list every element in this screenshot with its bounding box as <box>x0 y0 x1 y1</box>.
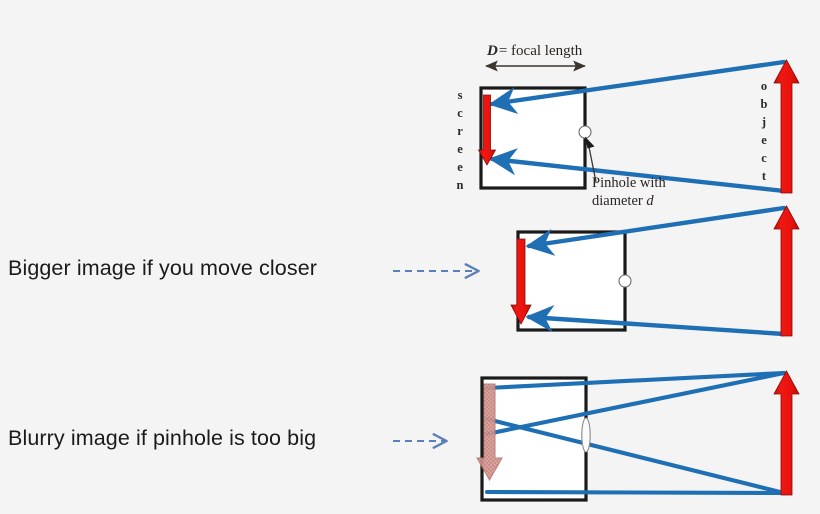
image-arrow-2 <box>510 238 532 325</box>
pinhole-2 <box>618 274 632 288</box>
object-label-1: o b j e c t <box>761 79 768 183</box>
light-rays-3 <box>484 370 787 496</box>
object-arrow-2 <box>773 205 800 337</box>
pinhole-callout-line2: diameter d <box>592 193 654 209</box>
pinhole-3-enlarged <box>581 417 591 453</box>
svg-text:e: e <box>761 133 767 147</box>
pinhole-callout-leader <box>587 141 597 183</box>
ray-tip-to-screen-2 <box>525 205 787 256</box>
object-arrow-3 <box>773 370 800 496</box>
focal-length-measure: D= focal length <box>485 43 586 72</box>
caption-blurry-image: Blurry image if pinhole is too big <box>8 426 317 450</box>
image-arrow-1 <box>477 94 497 166</box>
pinhole-callout-1: Pinhole with diameter d <box>585 136 666 209</box>
image-arrow-shape-1 <box>477 94 497 166</box>
svg-text:c: c <box>457 106 463 120</box>
light-rays-2 <box>525 205 787 337</box>
panel-big-pinhole <box>476 370 800 502</box>
svg-text:j: j <box>761 115 766 129</box>
caption-bigger-image: Bigger image if you move closer <box>8 256 318 280</box>
pinhole-callout-arrowhead <box>585 136 595 149</box>
svg-text:t: t <box>762 169 767 183</box>
focal-length-symbol: D <box>486 43 498 59</box>
ray-base-to-screen-2 <box>525 305 787 337</box>
svg-text:c: c <box>761 151 767 165</box>
ray-base-upper-3 <box>484 416 787 496</box>
ray-base-to-screen-1 <box>488 148 787 194</box>
svg-text:r: r <box>457 124 463 138</box>
ray-tip-upper-3 <box>484 370 787 391</box>
light-rays-1 <box>488 59 787 194</box>
pinhole-diameter-symbol: d <box>646 193 654 209</box>
blurred-image-arrow-3 <box>476 383 503 482</box>
object-arrow-1 <box>773 59 800 194</box>
svg-text:e: e <box>457 160 463 174</box>
svg-text:o: o <box>761 79 767 93</box>
ray-tip-lower-3 <box>484 370 787 437</box>
screen-label-1: s c r e e n <box>457 88 464 192</box>
panel-focal-length: D= focal length Pinhole with <box>457 43 800 209</box>
pinhole-callout-line1: Pinhole with <box>592 175 666 191</box>
ray-tip-to-screen-1 <box>488 59 787 114</box>
panel-closer-screen <box>510 205 800 337</box>
ray-base-lower-3 <box>484 489 787 496</box>
focal-length-label: D= focal length <box>486 43 583 59</box>
pinhole-1 <box>578 125 592 139</box>
svg-text:b: b <box>761 97 768 111</box>
svg-text:e: e <box>457 142 463 156</box>
svg-text:s: s <box>458 88 463 102</box>
svg-text:n: n <box>457 178 464 192</box>
